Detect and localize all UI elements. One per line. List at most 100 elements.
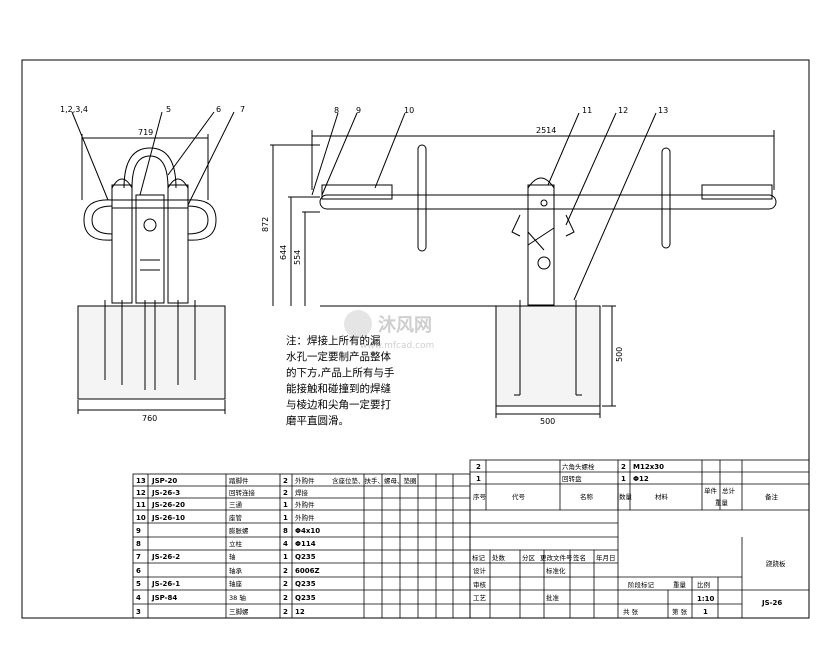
dim-side-height: 872 [261,217,270,232]
sheet-count: 1 [703,608,708,616]
bom-row: 7 JS-26-2 轴 1 Q235 [136,552,316,561]
bom-name: 座管 [229,513,243,522]
bom-name: 回转连接 [229,488,256,497]
bom-no: 11 [136,501,146,509]
bom-code: JS-26-10 [151,514,185,522]
bom-no: 2 [476,463,481,471]
bom-material: 外购件 [295,513,315,522]
bom-material: Φ114 [295,540,316,548]
header-remark: 备注 [765,492,779,501]
bom-qty: 2 [283,594,288,602]
bom-name: 轴座 [229,579,243,588]
bom-material: 外购件 [295,476,315,485]
signoff: 标记 处数 分区 更改文件号 签名 年月日 设计 标准化 审核 工艺 批准 [472,553,616,602]
bom-no: 9 [136,527,141,535]
front-view [71,111,235,414]
stage-mark-label: 阶段标记 [628,580,655,589]
bom-material: 12 [295,608,305,616]
signoff-count: 处数 [492,553,506,562]
bom-upper: 2 六角头螺栓 2 M12x30 1 回转盘 1 Φ12 [476,462,664,483]
dim-side-length: 2514 [536,126,556,135]
signoff-zone: 分区 [522,553,536,562]
bom-qty: 2 [283,489,288,497]
signoff-standard: 标准化 [546,566,566,575]
signoff-check: 审核 [473,580,487,589]
weight-label: 重量 [673,581,687,589]
header-qty: 数量 [619,492,633,501]
note-line: 能接触和碰撞到的焊缝 [286,382,391,395]
callout-6: 6 [216,105,221,114]
bom-qty: 1 [283,553,288,561]
bom-qty: 2 [283,567,288,575]
bom-material: Q235 [295,594,316,602]
bom-row: 5 JS-26-1 轴座 2 Q235 [136,579,316,588]
bom-header: 序号 代号 名称 数量 材料 单件 总计 重量 备注 [473,486,779,507]
side-view [270,112,777,418]
watermark: 沐风网 www.mfcad.com [344,310,434,351]
bom-no: 3 [136,608,141,616]
sheets-total: 共 张 [623,607,639,616]
bom-qty: 2 [283,580,288,588]
bom-rows: 13 JSP-20 踏脚件 2 外购件 含座位垫、扶手、螺母、垫圈 12 JS-… [136,476,417,616]
scale-value: 1:10 [697,595,715,603]
drawing-number: JS-26 [761,599,782,607]
sheet-no: 第 张 [672,607,688,616]
note-line: 水孔一定要制产品整体 [286,350,391,363]
callout-1: 1,2,3,4 [60,105,88,114]
header-weight: 重量 [715,499,729,507]
bom-name: 六角头螺栓 [562,462,595,471]
bom-row: 8 立柱 4 Φ114 [136,539,316,548]
bom-row: 11 JS-26-20 三通 1 外购件 [136,500,315,509]
bom-row: 12 JS-26-3 回转连接 2 焊接 [136,488,309,497]
bom-qty: 8 [283,527,288,535]
signoff-change-no: 更改文件号 [540,553,573,562]
watermark-url: www.mfcad.com [360,341,434,351]
title-block: 阶段标记 重量 比例 1:10 共 张 第 张 1 跷跷板 JS-26 [623,559,786,616]
bom-qty: 1 [621,475,626,483]
note-line: 磨平直圆滑。 [286,414,349,427]
bom-code: JS-26-1 [151,580,180,588]
bom-row: 9 膨胀螺 8 Φ4x10 [136,526,320,535]
dim-front-base: 760 [142,414,157,423]
bom-name: 回转盘 [562,474,582,483]
callout-7: 7 [240,105,245,114]
bom-row: 10 JS-26-10 座管 1 外购件 [136,513,315,522]
bom-code: JS-26-3 [151,489,180,497]
bom-no: 6 [136,567,141,575]
bom-code: JS-26-20 [151,501,185,509]
bom-no: 10 [136,514,146,522]
bom-spec: Φ12 [633,475,649,483]
header-name: 名称 [580,492,594,501]
dim-base-width: 500 [540,417,555,426]
bom-row: 3 三脚螺 2 12 [136,607,305,616]
bom-qty: 2 [621,463,626,471]
bom-material: 6006Z [295,567,320,575]
bom-no: 8 [136,540,141,548]
signoff-process: 工艺 [473,594,487,602]
signoff-mark: 标记 [472,553,486,562]
note: 注：焊接上所有的漏 水孔一定要制产品整体 的下方,产品上所有与手 能接触和碰撞到… [286,334,394,427]
bom-row: 13 JSP-20 踏脚件 2 外购件 含座位垫、扶手、螺母、垫圈 [136,476,417,485]
bom-no: 4 [136,594,141,602]
bom-qty: 2 [283,608,288,616]
bom-code: JSP-84 [151,594,177,602]
bom-no: 13 [136,477,146,485]
bom-no: 12 [136,489,146,497]
header-code: 代号 [512,492,526,501]
bom-no: 5 [136,580,141,588]
note-line: 与棱边和尖角一定要打 [286,398,391,411]
callout-5: 5 [166,105,171,114]
note-line: 的下方,产品上所有与手 [286,366,394,379]
bom-name: 膨胀螺 [229,526,249,535]
drawing-name: 跷跷板 [766,559,786,568]
watermark-name: 沐风网 [378,314,432,336]
bom-qty: 1 [283,514,288,522]
bom-name: 三脚螺 [229,607,249,616]
callout-8: 8 [334,106,339,115]
bom-spec: M12x30 [633,463,664,471]
bom-name: 三通 [229,500,243,509]
header-seq: 序号 [473,492,487,501]
bom-name: 轴 [229,552,236,561]
dim-seat-height: 644 [279,245,288,260]
